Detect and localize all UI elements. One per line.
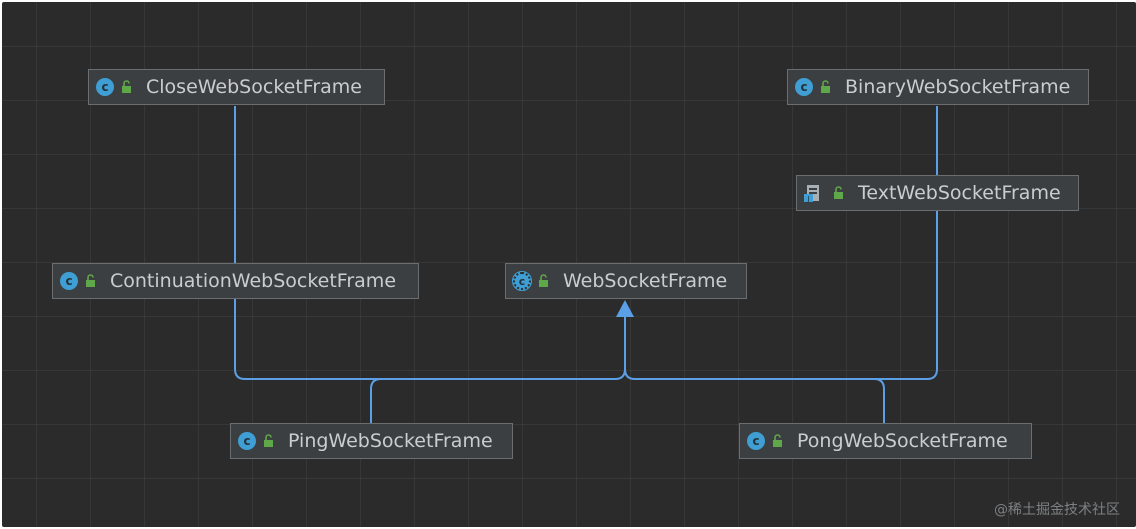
edge-ping-to-base	[370, 378, 382, 423]
lock-icon	[537, 274, 551, 288]
edge-close-to-base	[234, 106, 626, 380]
edge-binary-to-base	[624, 106, 938, 380]
lock-icon	[832, 186, 846, 200]
lock-icon	[771, 434, 785, 448]
node-continuation-websocket-frame[interactable]: c ContinuationWebSocketFrame	[52, 263, 419, 299]
node-text-websocket-frame[interactable]: J TextWebSocketFrame	[796, 175, 1079, 211]
class-file-icon: J	[804, 183, 826, 203]
class-icon: c	[238, 432, 256, 450]
class-icon: c	[96, 78, 114, 96]
node-label: BinaryWebSocketFrame	[845, 76, 1071, 98]
node-websocket-frame[interactable]: c WebSocketFrame	[505, 263, 747, 299]
class-icon: c	[747, 432, 765, 450]
lock-icon	[84, 274, 98, 288]
node-label: PongWebSocketFrame	[797, 430, 1008, 452]
node-ping-websocket-frame[interactable]: c PingWebSocketFrame	[230, 423, 513, 459]
svg-text:J: J	[806, 195, 809, 203]
node-binary-websocket-frame[interactable]: c BinaryWebSocketFrame	[787, 69, 1089, 105]
node-label: ContinuationWebSocketFrame	[110, 270, 397, 292]
abstract-class-icon: c	[512, 271, 532, 291]
class-icon: c	[795, 78, 813, 96]
watermark: @稀土掘金技术社区	[994, 502, 1120, 518]
inheritance-arrowhead	[616, 300, 634, 317]
edge-pong-to-base	[873, 378, 885, 423]
node-label: WebSocketFrame	[563, 270, 728, 292]
class-icon: c	[60, 272, 78, 290]
node-label: TextWebSocketFrame	[858, 182, 1061, 204]
node-pong-websocket-frame[interactable]: c PongWebSocketFrame	[739, 423, 1032, 459]
node-label: CloseWebSocketFrame	[146, 76, 362, 98]
lock-icon	[819, 80, 833, 94]
lock-icon	[262, 434, 276, 448]
lock-icon	[120, 80, 134, 94]
node-close-websocket-frame[interactable]: c CloseWebSocketFrame	[88, 69, 385, 105]
node-label: PingWebSocketFrame	[288, 430, 493, 452]
